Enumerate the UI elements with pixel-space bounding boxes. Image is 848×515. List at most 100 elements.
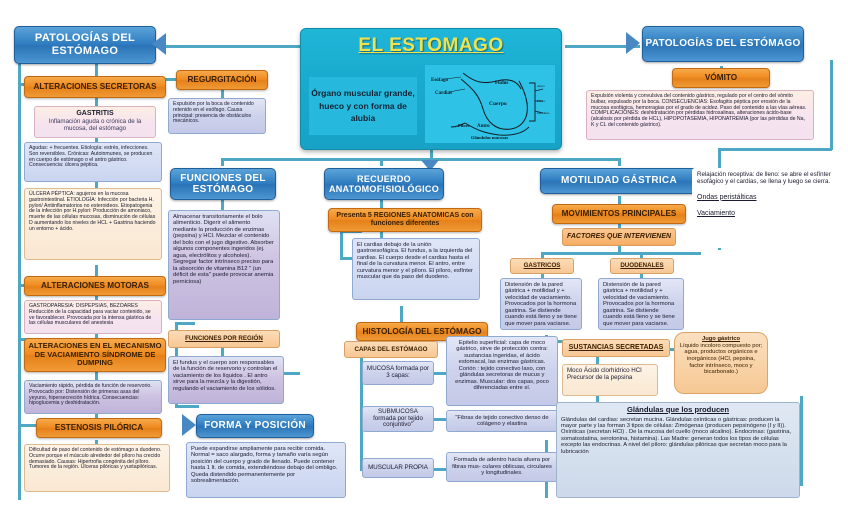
connector bbox=[541, 252, 701, 255]
connector bbox=[95, 58, 98, 84]
node-alteraciones-motoras[interactable]: ALTERACIONES MOTORAS bbox=[24, 276, 166, 296]
node-capas-header[interactable]: CAPAS DEL ESTÓMAGO bbox=[344, 341, 438, 358]
regiones-label: Presenta 5 REGIONES ANATOMICAS con funci… bbox=[336, 211, 474, 227]
node-gastricos-header[interactable]: GASTRICOS bbox=[510, 258, 574, 274]
node-regiones-anatomicas[interactable]: Presenta 5 REGIONES ANATOMICAS con funci… bbox=[328, 208, 482, 232]
node-regiones-detail: El cardias debajo de la unión gastroesof… bbox=[352, 238, 480, 300]
node-jugo-gastrico-bubble: Jugo gástrico Líquido incoloro compuesto… bbox=[674, 332, 768, 394]
hero-subtitle-text: Órgano muscular grande, hueco y con form… bbox=[311, 87, 415, 124]
connector bbox=[18, 424, 38, 427]
regurgitacion-text: Expulsión por la boca de contenido reten… bbox=[173, 101, 254, 125]
node-duodenales-detail: Distensión de la pared gástrica + motili… bbox=[598, 278, 684, 330]
node-patologias-left-header[interactable]: PATOLOGÍAS DEL ESTÓMAGO bbox=[14, 26, 156, 64]
node-sustancias-header[interactable]: SUSTANCIAS SECRETADAS bbox=[562, 339, 670, 357]
node-gastritis-detail: Agudas: + frecuentes. Etiología: estrés,… bbox=[24, 142, 162, 182]
node-vomito-detail: Expulsión violenta y convulsiva del cont… bbox=[586, 90, 814, 140]
arrow-down-icon bbox=[421, 160, 439, 171]
node-capa-submucosa-detail: "Fibras de tejido conectivo denso de col… bbox=[446, 410, 558, 432]
jugo-gastrico-title: Jugo gástrico bbox=[701, 336, 740, 342]
gastritis-detail-text: Agudas: + frecuentes. Etiología: estrés,… bbox=[29, 145, 153, 169]
capa-submucosa-label: SUBMUCOSA formada por tejido conjuntivo" bbox=[373, 407, 423, 429]
connector bbox=[640, 270, 643, 278]
capa-mucosa-text: Epitelio superficial: capa de moco gástr… bbox=[455, 340, 549, 392]
node-funciones-region-detail: El fundus y el cuerpo son responsables d… bbox=[168, 356, 284, 404]
node-capa-mucosa-detail: Epitelio superficial: capa de moco gástr… bbox=[446, 336, 558, 406]
node-funciones-por-region[interactable]: FUNCIONES POR REGIÓN bbox=[168, 330, 280, 348]
factores-label: FACTORES QUE INTERVIENEN bbox=[566, 232, 672, 240]
node-glandulas: Glándulas que los producen Glándulas del… bbox=[556, 402, 800, 498]
node-vomito[interactable]: VÓMITO bbox=[672, 68, 770, 88]
estenosis-text: Dificultad de paso del contenido de estó… bbox=[29, 447, 162, 471]
connector bbox=[221, 348, 224, 358]
arrow-left-icon bbox=[152, 33, 166, 55]
node-estenosis-detail: Dificultad de paso del contenido de estó… bbox=[24, 444, 170, 492]
connector bbox=[221, 158, 224, 166]
connector bbox=[95, 98, 98, 108]
patologias-left-label: PATOLOGÍAS DEL ESTÓMAGO bbox=[34, 32, 136, 57]
connector bbox=[618, 222, 621, 232]
node-gastroparesia: GASTROPARESIA: DISPEPSIAS, BEZOARES Redu… bbox=[24, 300, 162, 334]
node-movimientos-list: Relajación receptiva: de lleno: se abre … bbox=[692, 168, 844, 248]
connector bbox=[340, 257, 356, 260]
alteraciones-motoras-label: ALTERACIONES MOTORAS bbox=[41, 281, 149, 291]
node-alteraciones-vaciamiento[interactable]: ALTERACIONES EN EL MECANISMO DE VACIAMIE… bbox=[24, 338, 166, 372]
connector bbox=[618, 245, 621, 255]
movimiento-item-2: Ondas peristálticas bbox=[697, 193, 757, 201]
connector bbox=[718, 148, 832, 151]
capa-mucosa-label: MUCOSA formada por 3 capas: bbox=[367, 365, 429, 379]
duodenales-label: DUODENALES bbox=[620, 262, 664, 270]
estenosis-pilorica-label: ESTENOSIS PILÓRICA bbox=[54, 423, 144, 433]
regiones-text: El cardias debajo de la unión gastroesof… bbox=[357, 242, 473, 281]
alteraciones-secretoras-label: ALTERACIONES SECRETORAS bbox=[33, 82, 157, 92]
svg-text:Píloro: Píloro bbox=[458, 123, 470, 128]
hero-panel: EL ESTOMAGO Órgano muscular grande, huec… bbox=[300, 28, 562, 150]
node-estenosis-pilorica[interactable]: ESTENOSIS PILÓRICA bbox=[36, 418, 162, 438]
forma-posicion-label: FORMA Y POSICIÓN bbox=[204, 420, 306, 432]
connector bbox=[95, 180, 98, 188]
arrow-right-icon bbox=[626, 32, 640, 54]
hero-title: EL ESTOMAGO bbox=[358, 35, 504, 56]
connector bbox=[618, 196, 621, 206]
gastritis-text: Inflamación aguda o crónica de la mucosa… bbox=[48, 117, 142, 132]
node-ulcera-peptica: ÚLCERA PÉPTICA: agujeros en la mucosa ga… bbox=[24, 188, 162, 260]
duodenales-text: Distensión de la pared gástrica + motili… bbox=[603, 282, 675, 327]
connector bbox=[432, 418, 446, 421]
arrow-right-icon-2 bbox=[182, 414, 196, 436]
hero-subtitle: Órgano muscular grande, hueco y con form… bbox=[309, 77, 417, 135]
node-capa-submucosa[interactable]: SUBMUCOSA formada por tejido conjuntivo" bbox=[362, 406, 434, 432]
node-patologias-right-header[interactable]: PATOLOGÍAS DEL ESTÓMAGO bbox=[642, 26, 804, 62]
node-forma-posicion-header[interactable]: FORMA Y POSICIÓN bbox=[196, 414, 314, 438]
connector bbox=[596, 352, 599, 364]
movimientos-label: MOVIMIENTOS PRINCIPALES bbox=[561, 209, 677, 219]
capa-muscular-text: Formada de adentro hacia afuera por fibr… bbox=[452, 457, 552, 477]
connector bbox=[618, 158, 621, 166]
node-regurgitacion[interactable]: REGURGITACIÓN bbox=[176, 70, 268, 90]
connector bbox=[800, 396, 803, 486]
node-funciones-header[interactable]: FUNCIONES DEL ESTÓMAGO bbox=[170, 168, 276, 200]
histologia-label: HISTOLOGÍA DEL ESTÓMAGO bbox=[362, 326, 482, 336]
connector bbox=[288, 372, 300, 375]
node-duodenales-header[interactable]: DUODENALES bbox=[610, 258, 674, 274]
jugo-gastrico-text: Líquido incoloro compuesto por; agua, pr… bbox=[679, 342, 763, 376]
capa-muscular-label: MUSCULAR PROPIA bbox=[368, 463, 428, 471]
capa-submucosa-text: "Fibras de tejido conectivo denso de col… bbox=[455, 414, 549, 427]
glandulas-title: Glándulas que los producen bbox=[626, 405, 730, 414]
node-motilidad-header[interactable]: MOTILIDAD GÁSTRICA bbox=[540, 168, 698, 194]
node-capa-mucosa[interactable]: MUCOSA formada por 3 capas: bbox=[362, 361, 434, 385]
sustancias-text: Moco Ácido clorhídrico HCl Precursor de … bbox=[567, 367, 642, 381]
connector bbox=[221, 90, 224, 100]
gastricos-label: GASTRICOS bbox=[523, 262, 561, 270]
forma-text: Puede expandirse ampliamente para recibi… bbox=[191, 446, 338, 485]
node-alteraciones-secretoras[interactable]: ALTERACIONES SECRETORAS bbox=[24, 76, 166, 98]
node-movimientos-principales[interactable]: MOVIMIENTOS PRINCIPALES bbox=[552, 204, 686, 224]
ulcera-peptica-text: ÚLCERA PÉPTICA: agujeros en la mucosa ga… bbox=[29, 191, 156, 232]
svg-text:Cuerpo: Cuerpo bbox=[489, 101, 507, 107]
node-regurgitacion-detail: Expulsión por la boca de contenido reten… bbox=[168, 98, 266, 134]
gastritis-title: GASTRITIS bbox=[76, 110, 114, 117]
node-factores-intervienen[interactable]: FACTORES QUE INTERVIENEN bbox=[562, 228, 676, 246]
node-funciones-detail: Almacenar transitoriamente el bolo alime… bbox=[168, 210, 280, 320]
node-capa-muscular[interactable]: MUSCULAR PROPIA bbox=[362, 458, 434, 478]
node-recuerdo-header[interactable]: RECUERDO ANATOMOFISIOLÓGICO bbox=[324, 168, 444, 200]
regurgitacion-label: REGURGITACIÓN bbox=[187, 75, 257, 85]
